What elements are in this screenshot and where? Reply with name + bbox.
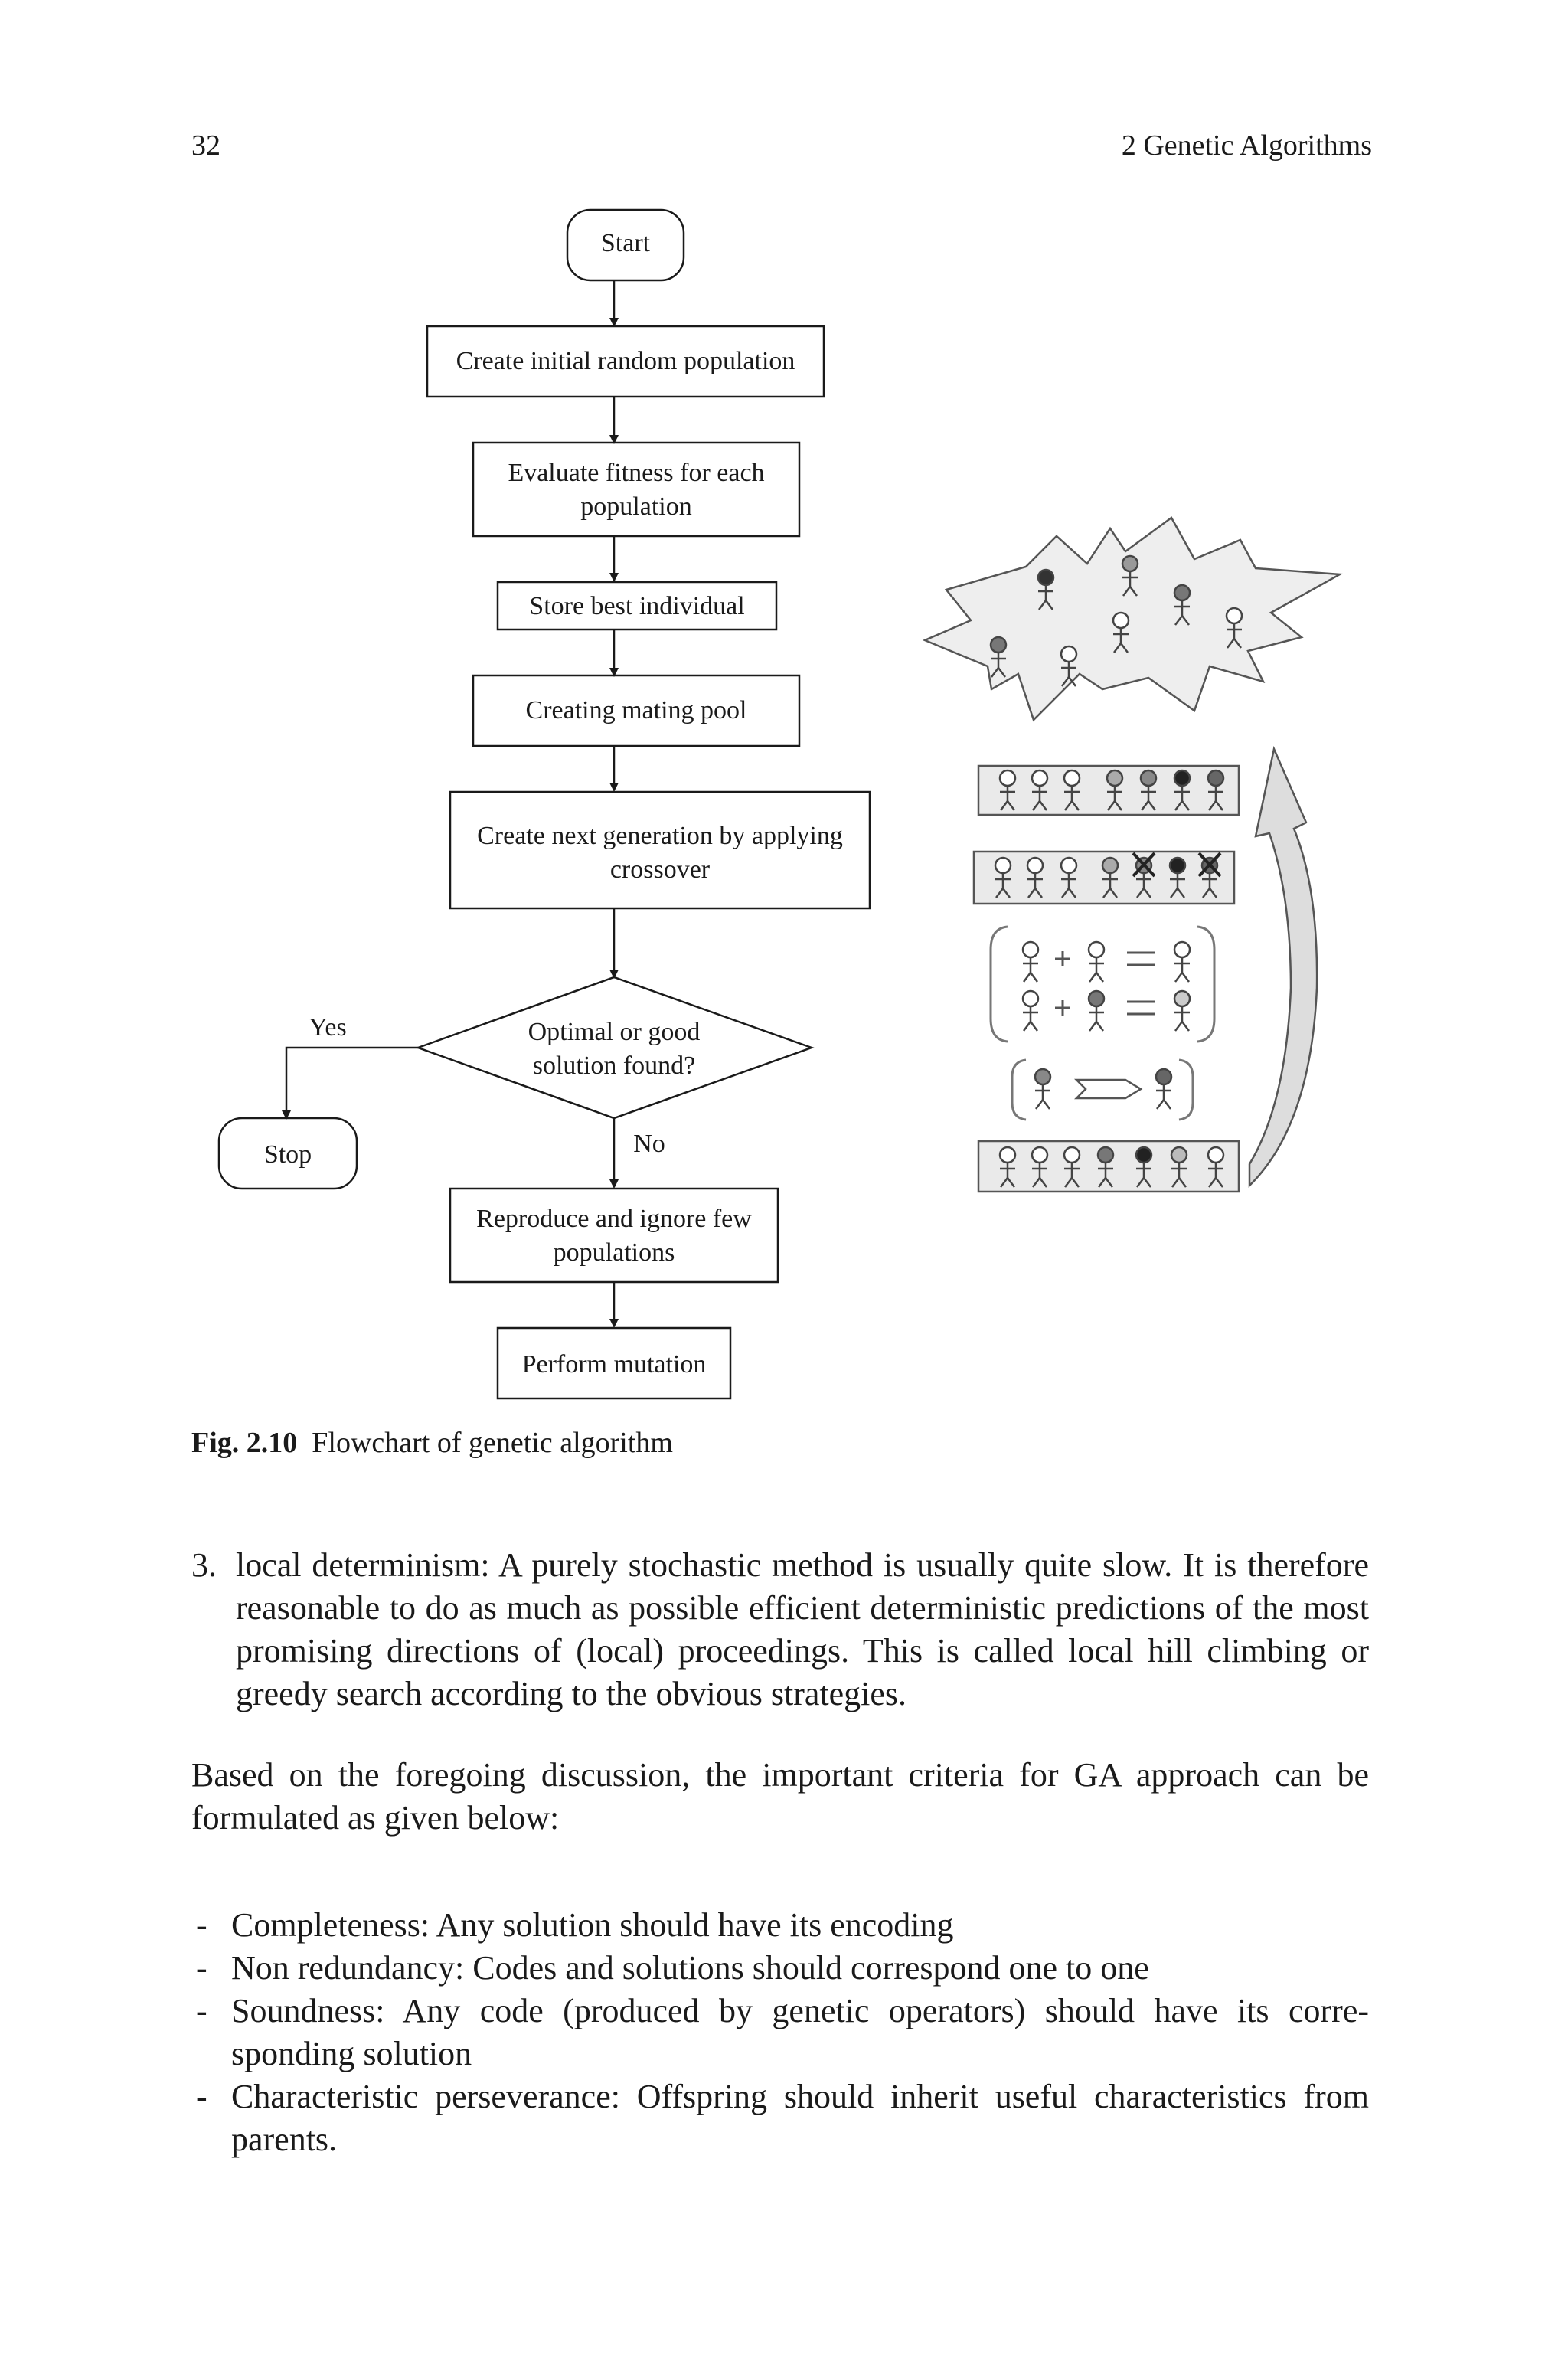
list-item: -Soundness: Any code (produced by geneti… [191,1990,1369,2075]
mutation-arrow-icon [1073,1078,1143,1100]
person-icon [1155,1068,1173,1110]
step-store-best [496,581,778,631]
decision-diamond [415,976,815,1120]
criterion-text: Completeness: Any solution should have i… [231,1906,954,1944]
figure-caption-label: Fig. 2.10 [191,1427,298,1459]
list-item-local-determinism: 3. local determinism: A purely stochasti… [191,1544,1369,1715]
step2-label-line2: population [580,492,691,521]
person-icon [1173,989,1191,1032]
step3-label: Store best individual [529,592,744,620]
decision-label-line1: Optimal or good [528,1018,701,1046]
population-burst [922,516,1344,722]
list-dash: - [196,1906,207,1944]
mutation-bracket [1011,1058,1194,1121]
person-icon [1021,940,1040,983]
person-icon [1087,989,1106,1032]
criteria-list: -Completeness: Any solution should have … [191,1904,1369,2161]
list-item: -Non redundancy: Codes and solutions sho… [191,1947,1369,1990]
step-mutation [496,1326,732,1400]
decision-label-line2: solution found? [533,1052,695,1080]
list-item-number: 3. [191,1546,217,1584]
criterion-text: Soundness: Any code (produced by genetic… [231,1992,1369,2072]
step-evaluate-fitness [472,441,801,538]
list-item: -Completeness: Any solution should have … [191,1904,1369,1947]
step-mating-pool [472,674,801,747]
list-dash: - [196,1992,207,2029]
page-number: 32 [191,129,220,162]
step7-label: Perform mutation [522,1350,707,1379]
flowchart [217,208,871,1400]
list-dash: - [196,2078,207,2115]
figure-2-10: Start Create initial random population E… [217,208,1344,1400]
criterion-text: Non redundancy: Codes and solutions shou… [231,1949,1149,1987]
start-label: Start [601,229,651,257]
yes-label: Yes [309,1013,346,1042]
running-head-chapter: 2 Genetic Algorithms [1121,129,1372,162]
body-paragraph: Based on the foregoing discussion, the i… [191,1756,1369,1837]
person-icon [1034,1068,1052,1110]
figure-caption: Fig. 2.10 Flowchart of genetic algorithm [191,1426,673,1460]
list-item-text: local determinism: A purely stochastic m… [236,1546,1369,1712]
cross-mark-icon [1132,852,1222,878]
step-reproduce [449,1187,779,1284]
step2-label-line1: Evaluate fitness for each [508,459,764,487]
plus-equals-icon [1055,951,1155,1016]
stop-terminal [217,1117,358,1190]
step-crossover [449,790,871,910]
step5-label-line1: Create next generation by applying [477,822,843,850]
list-item: -Characteristic perseverance: Offspring … [191,2075,1369,2161]
step-create-population [426,325,825,398]
arrow-decision-yes [282,1046,418,1120]
step6-label-line2: populations [554,1238,675,1267]
no-label: No [633,1130,665,1158]
step4-label: Creating mating pool [526,696,747,724]
person-icon [1087,940,1106,983]
step5-label-line2: crossover [610,855,710,884]
criterion-text: Characteristic perseverance: Offspring s… [231,2078,1369,2158]
cycle-arrow-icon [1248,745,1318,1188]
list-dash: - [196,1949,207,1987]
population-illustration [922,516,1344,1193]
stop-label: Stop [264,1140,312,1169]
crossover-bracket [989,925,1216,1043]
person-icon [1021,989,1040,1032]
figure-caption-text: Flowchart of genetic algorithm [312,1427,673,1459]
step6-label-line1: Reproduce and ignore few [476,1205,752,1233]
person-icon [1173,940,1191,983]
step1-label: Create initial random population [456,347,795,375]
start-terminal [566,208,685,282]
